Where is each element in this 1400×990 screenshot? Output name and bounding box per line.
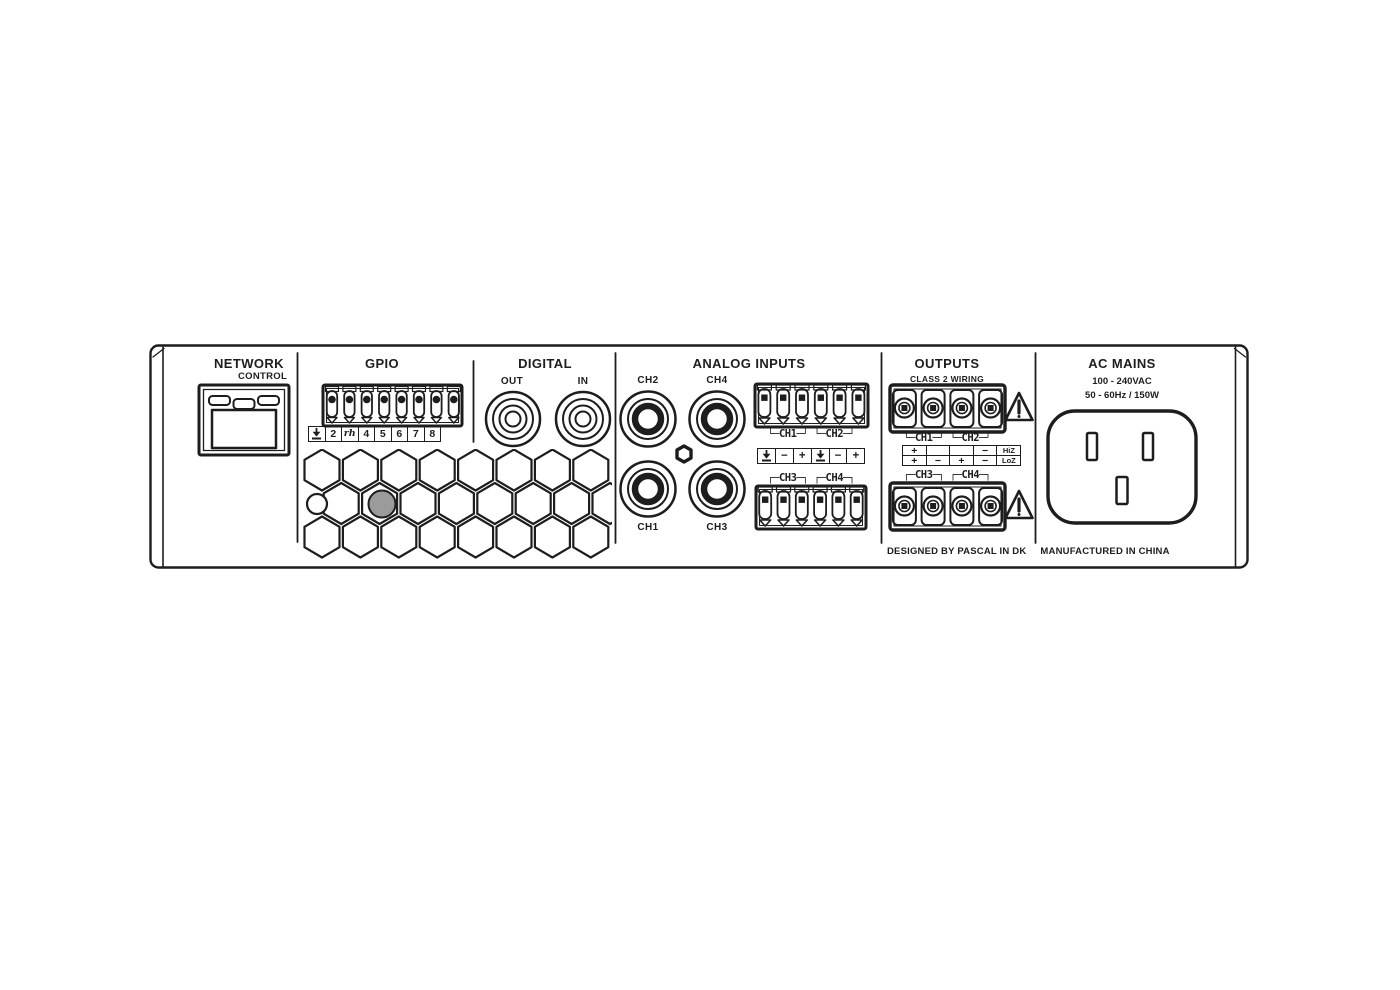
analog-ch4-rca [688,390,746,448]
ground-icon [810,448,830,464]
digital-out-rca [484,390,542,448]
analog-ch3-label: CH3 [706,522,728,533]
polarity-label: + [792,448,812,464]
ac-voltage-label: 100 - 240VAC [1092,376,1152,387]
manufactured-label: MANUFACTURED IN CHINA [1040,546,1170,557]
network-title: NETWORK [214,356,284,371]
hex-screw [675,444,693,464]
polarity-label: − [774,448,794,464]
gpio-pin-label: 5 [374,426,392,442]
polarity-label: + [846,448,866,464]
polarity-label: − [828,448,848,464]
vent-plug-gray [367,489,397,519]
warning-icon [1003,489,1035,520]
analog-ch3-rca [688,460,746,518]
outputs-title: OUTPUTS [914,356,980,371]
analog-input-polarity-row: − + − + [757,448,866,464]
gpio-title: GPIO [364,356,400,371]
section-dividers [296,352,1037,544]
rj45-port [197,383,291,457]
outputs-ch12-bracket: └─CH1─┘ └─CH2─┘ [903,432,991,444]
polarity-cell: − [925,455,951,467]
gpio-pin-label: 6 [390,426,408,442]
gpio-pin-label: 4 [357,426,375,442]
ac-frequency-label: 50 - 60Hz / 150W [1085,390,1159,401]
speaker-output-block-ch34 [888,481,1007,532]
network-subtitle: CONTROL [238,371,288,382]
vent-grille [303,449,612,559]
impedance-polarity-table: + − HiZ + − + − LoZ [902,444,1022,467]
vent-hole-round [305,492,329,516]
outputs-ch34-bracket: ┌─CH3─┐ ┌─CH4─┐ [903,469,991,481]
digital-in-rca [554,390,612,448]
gpio-terminal-block [321,383,464,428]
gpio-pin-label: 8 [423,426,441,442]
analog-ch12-bracket: └─CH1─┘ └─CH2─┘ [767,428,855,440]
gpio-pin-label: 7 [407,426,425,442]
digital-title: DIGITAL [518,356,572,371]
analog-ch2-label: CH2 [637,375,659,386]
digital-out-label: OUT [500,376,524,387]
gpio-pin-symbol: rh [341,426,359,442]
polarity-cell: + [902,455,927,467]
gpio-pin-label: 2 [324,426,342,442]
footer-text: DESIGNED BY PASCAL IN DK MANUFACTURED IN… [887,546,1170,557]
gpio-pin-labels: 2 rh 4 5 6 7 8 [308,426,441,442]
ground-icon [308,426,326,442]
speaker-output-block-ch12 [888,383,1007,434]
ground-icon [757,448,776,464]
analog-ch34-bracket: ┌─CH3─┐ ┌─CH4─┐ [767,472,855,484]
hiz-label: HiZ [996,444,1022,457]
polarity-cell: + [949,455,974,467]
table-row-loz: + − + − LoZ [902,455,1022,467]
analog-input-block-ch12 [753,382,870,429]
analog-ch2-rca [619,390,677,448]
iec-inlet [1046,409,1198,525]
ac-mains-title: AC MAINS [1088,356,1156,371]
designed-by-label: DESIGNED BY PASCAL IN DK [887,546,1027,557]
analog-input-block-ch34 [754,484,868,531]
chassis-outline [149,344,1249,569]
class2-wiring-label: CLASS 2 WIRING [909,374,985,384]
analog-ch1-label: CH1 [637,522,659,533]
digital-in-label: IN [577,376,589,387]
table-row-hiz: + − HiZ [902,444,1022,457]
analog-ch1-rca [619,460,677,518]
analog-ch4-label: CH4 [706,375,728,386]
loz-label: LoZ [996,455,1022,467]
analog-inputs-title: ANALOG INPUTS [692,356,806,371]
warning-icon [1003,391,1035,422]
polarity-cell: − [972,455,998,467]
